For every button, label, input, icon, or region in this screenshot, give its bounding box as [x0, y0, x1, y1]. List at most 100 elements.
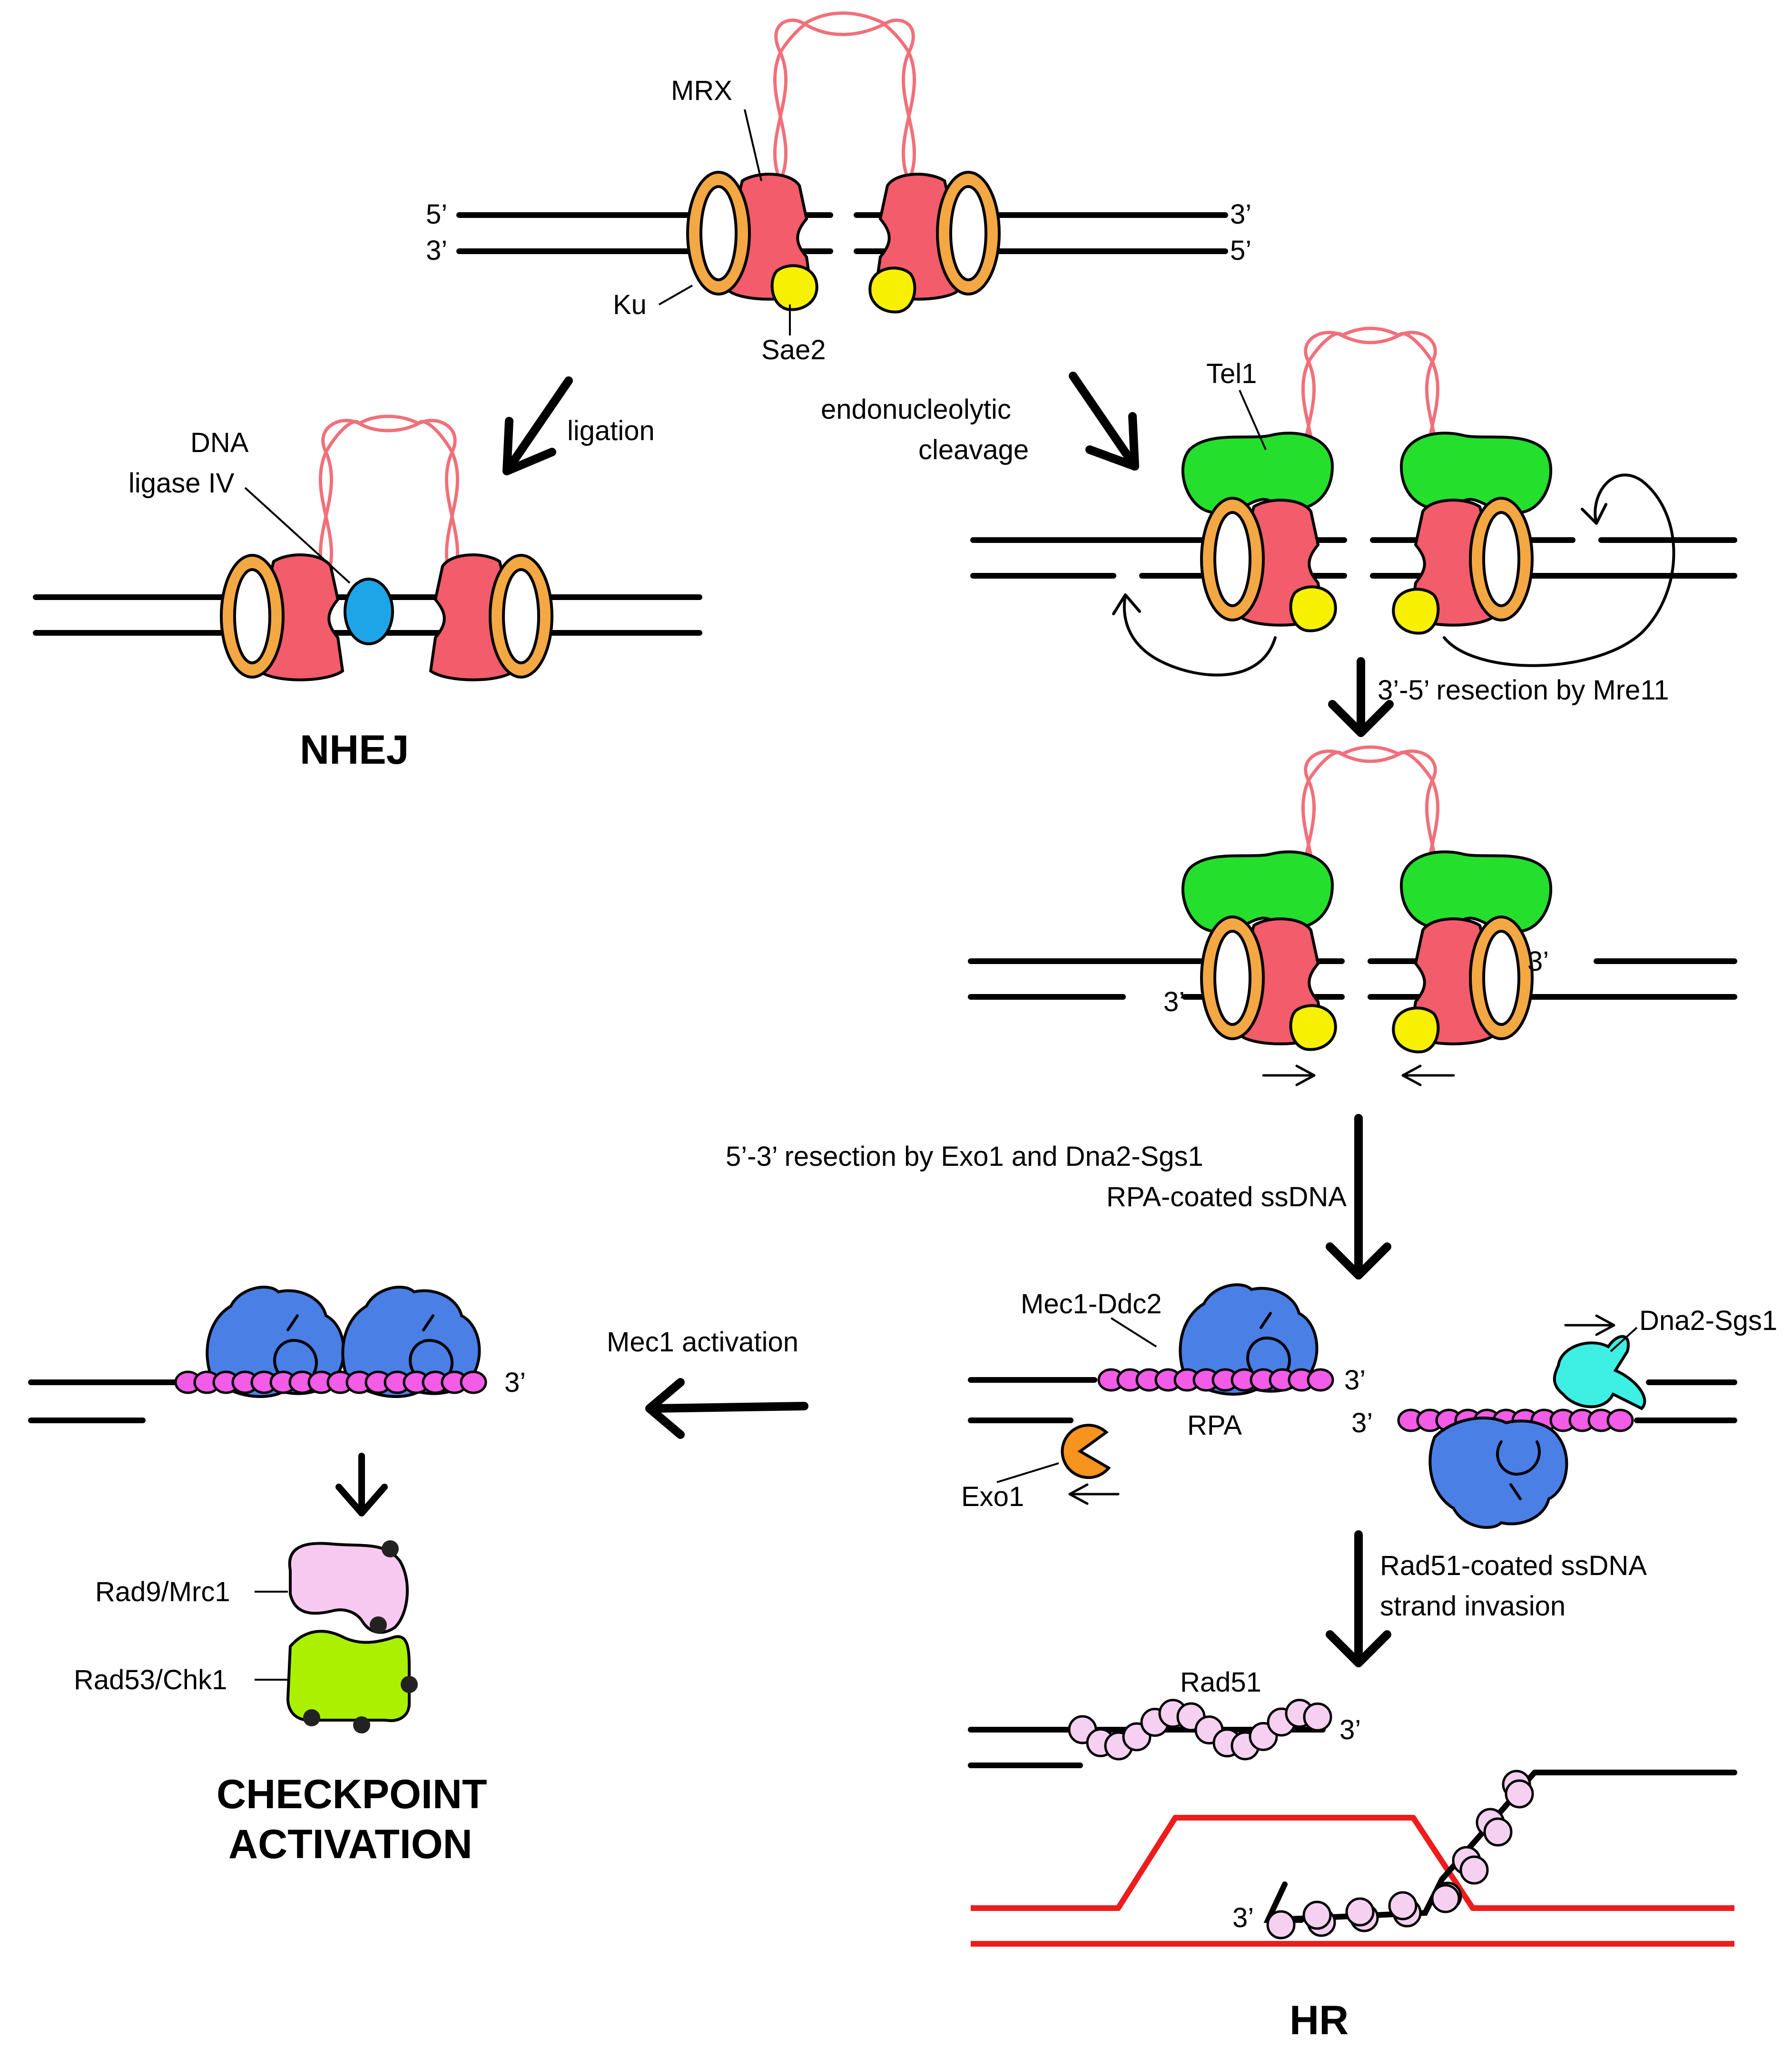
- label-rad53-chk1: Rad53/Chk1: [74, 1664, 227, 1695]
- arrow-rad51: Rad51-coated ssDNA strand invasion: [1326, 1530, 1647, 1667]
- label-rad51-coated-line2: strand invasion: [1380, 1591, 1566, 1622]
- top-label-3prime-right: 3’: [1230, 199, 1251, 230]
- cleavage-ku-left: [1201, 498, 1263, 620]
- exo1-enzyme: [1061, 1424, 1111, 1479]
- arrow-ligation: ligation: [502, 376, 655, 475]
- label-rad51-coated-line1: Rad51-coated ssDNA: [1380, 1550, 1647, 1581]
- phospho-site-rad53-1: [401, 1676, 418, 1693]
- resected-sae2-right: [1393, 1008, 1438, 1052]
- label-hr: HR: [1290, 1998, 1349, 2043]
- nhej-complex: DNA ligase IV NHEJ: [33, 414, 702, 773]
- label-tel1: Tel1: [1206, 358, 1257, 389]
- label-ku: Ku: [613, 289, 647, 320]
- label-checkpoint-line1: CHECKPOINT: [217, 1772, 487, 1817]
- sae2-left: [772, 266, 817, 309]
- label-checkpoint-line2: ACTIVATION: [228, 1822, 473, 1867]
- label-exo1: Exo1: [961, 1481, 1024, 1512]
- rad51-bead: [1345, 1897, 1375, 1927]
- arrow-endonucleolytic: endonucleolytic cleavage: [821, 372, 1139, 471]
- mrx-helix-top: [803, 11, 886, 26]
- phospho-site-rad9-2: [370, 1616, 387, 1634]
- cleavage-ku-right: [1470, 498, 1532, 620]
- rad51-bead: [1483, 1817, 1513, 1847]
- resected-tel1-right: [1401, 852, 1551, 932]
- label-checkpoint-3prime: 3’: [504, 1367, 526, 1398]
- rad51-bead: [1266, 1910, 1296, 1940]
- rad51-filament-invading: [1266, 1770, 1534, 1940]
- hr-complex: 3’ Rad51 3’ HR: [968, 1667, 1737, 2043]
- label-sae2: Sae2: [761, 335, 826, 365]
- sae2-right: [870, 268, 915, 312]
- rad9-mrc1-protein: [288, 1542, 409, 1634]
- label-dna-ligase-line2: ligase IV: [128, 468, 235, 499]
- label-endo-line1: endonucleolytic: [821, 394, 1011, 425]
- arrow-down-checkpoint: [335, 1453, 388, 1516]
- mec1-ddc2-bottom: [1430, 1418, 1566, 1527]
- ku-ring-left: [688, 172, 749, 294]
- tel1-left: [1183, 433, 1332, 513]
- label-ligation: ligation: [567, 415, 655, 446]
- cleavage-sae2-right: [1393, 589, 1438, 633]
- direction-arrow-left: [1401, 1064, 1455, 1086]
- donor-dna-top-strand: [971, 1815, 1734, 1911]
- label-rpa-3prime-top: 3’: [1344, 1365, 1366, 1396]
- resected-complex: 3’ 3’: [968, 745, 1737, 1086]
- phospho-site-rad9-1: [382, 1540, 399, 1557]
- direction-arrow-right: [1262, 1064, 1316, 1086]
- rad51-filament-top: [1068, 1699, 1332, 1761]
- nhej-ku-left: [221, 555, 283, 677]
- top-label-3prime-left: 3’: [426, 235, 447, 266]
- arrow-mec1-activation: Mec1 activation: [607, 1327, 808, 1439]
- label-nhej: NHEJ: [300, 727, 409, 773]
- cleavage-sae2-left: [1291, 587, 1336, 630]
- dna2-direction-arrow: [1564, 1314, 1615, 1336]
- resected-sae2-left: [1291, 1005, 1336, 1049]
- label-rad9-mrc1: Rad9/Mrc1: [95, 1576, 230, 1607]
- rad51-bead: [1459, 1855, 1489, 1885]
- rad51-bead: [1431, 1884, 1460, 1913]
- top-break-complex: 5’ 3’ 3’ 5’ MRX Ku Sae2: [426, 11, 1251, 365]
- rad51-bead: [1302, 1900, 1332, 1930]
- label-mec1-activation: Mec1 activation: [607, 1327, 798, 1358]
- resected-ku-left: [1201, 917, 1263, 1039]
- label-rpa-3prime-bottom: 3’: [1351, 1408, 1373, 1438]
- resected-tel1-left: [1183, 852, 1332, 932]
- resected-ku-right: [1470, 917, 1532, 1039]
- dna-ligase-iv: [344, 578, 394, 645]
- label-hr-3prime-top: 3’: [1339, 1714, 1361, 1745]
- label-resected-3prime-left: 3’: [1163, 986, 1185, 1017]
- rpa-filament-top: [1097, 1368, 1334, 1392]
- label-resected-3prime-right: 3’: [1527, 946, 1549, 977]
- cleavage-complex: Tel1: [970, 326, 1737, 677]
- dna2-sgs1-enzyme: [1553, 1335, 1646, 1410]
- rpa-bead: [1307, 1368, 1334, 1392]
- nhej-ku-right: [490, 555, 552, 677]
- top-label-5prime-right: 5’: [1230, 235, 1251, 266]
- rpa-bead: [1606, 1408, 1634, 1432]
- arrow-resection-mre11: 3’-5’ resection by Mre11: [1328, 657, 1669, 737]
- mrx-helix-left: [773, 19, 808, 182]
- label-mrx: MRX: [671, 75, 732, 106]
- mrx-helix-right: [881, 19, 916, 182]
- rad51-bead: [1303, 1702, 1332, 1732]
- label-dna2-sgs1: Dna2-Sgs1: [1639, 1305, 1777, 1336]
- label-hr-3prime-bottom: 3’: [1232, 1902, 1254, 1933]
- label-endo-line2: cleavage: [918, 434, 1029, 465]
- arrow-resection-exo1: 5’-3’ resection by Exo1 and Dna2-Sgs1 RP…: [726, 1114, 1391, 1280]
- tel1-right: [1401, 433, 1551, 513]
- label-resection-exo-line1: 5’-3’ resection by Exo1 and Dna2-Sgs1: [726, 1141, 1203, 1172]
- rad53-chk1-protein: [286, 1630, 411, 1722]
- top-label-5prime-left: 5’: [426, 199, 447, 230]
- label-mec1-ddc2: Mec1-Ddc2: [1021, 1289, 1162, 1319]
- rpa-filament-left: [174, 1370, 487, 1394]
- rpa-bead: [460, 1370, 487, 1394]
- ku-ring-right: [937, 172, 999, 294]
- label-resection-mre11: 3’-5’ resection by Mre11: [1378, 675, 1669, 706]
- phospho-site-rad53-2: [303, 1709, 320, 1726]
- label-rpa: RPA: [1187, 1410, 1242, 1441]
- label-dna-ligase-line1: DNA: [190, 427, 249, 458]
- label-rad51: Rad51: [1180, 1667, 1261, 1698]
- checkpoint-complex: 3’ Rad9/Mrc1 Rad53/Chk1 CHECKPOINT ACTIV…: [28, 1287, 526, 1867]
